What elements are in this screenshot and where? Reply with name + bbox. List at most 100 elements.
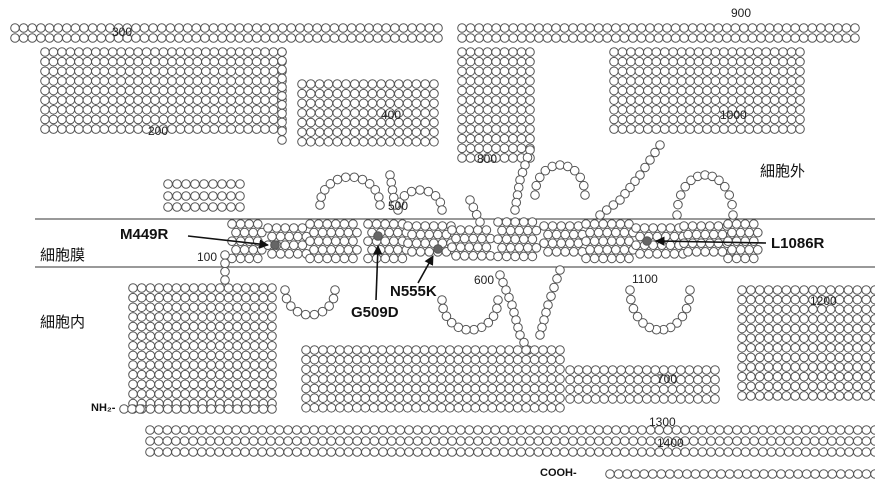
residue	[269, 86, 278, 95]
residue	[244, 24, 253, 33]
residue	[511, 235, 520, 244]
residue	[207, 332, 216, 341]
residue	[509, 57, 518, 66]
residue	[224, 284, 233, 293]
residue	[635, 115, 644, 124]
residue	[642, 375, 651, 384]
residue	[509, 134, 518, 143]
residue	[344, 426, 353, 435]
residue	[75, 67, 84, 76]
residue	[483, 125, 492, 134]
residue	[738, 392, 747, 401]
residue	[627, 105, 636, 114]
residue	[163, 351, 172, 360]
residue	[836, 448, 845, 457]
residue	[844, 305, 853, 314]
residue	[430, 80, 439, 89]
residue	[190, 370, 199, 379]
residue	[172, 332, 181, 341]
residue	[506, 226, 515, 235]
residue	[714, 222, 723, 231]
residue	[627, 86, 636, 95]
residue	[539, 355, 548, 364]
residue	[448, 437, 457, 446]
residue	[728, 48, 737, 57]
residue	[218, 96, 227, 105]
residue	[720, 77, 729, 86]
residue	[202, 67, 211, 76]
residue	[466, 34, 475, 43]
residue	[524, 244, 533, 253]
residue	[603, 24, 612, 33]
residue	[261, 24, 270, 33]
residue	[738, 315, 747, 324]
residue	[233, 303, 242, 312]
residue	[163, 370, 172, 379]
residue	[717, 470, 726, 479]
residue	[386, 89, 395, 98]
residue	[737, 77, 746, 86]
residue	[302, 394, 311, 403]
residue	[703, 67, 712, 76]
residue	[796, 96, 805, 105]
residue	[261, 57, 270, 66]
residue	[677, 86, 686, 95]
residue	[458, 154, 467, 163]
residue	[819, 426, 828, 435]
residue	[586, 448, 595, 457]
residue	[250, 293, 259, 302]
residue	[586, 426, 595, 435]
residue	[168, 57, 177, 66]
residue	[551, 426, 560, 435]
residue	[796, 115, 805, 124]
residue	[791, 24, 800, 33]
residue	[58, 48, 67, 57]
residue	[331, 286, 340, 295]
residue	[496, 394, 505, 403]
residue	[54, 34, 63, 43]
residue	[595, 426, 604, 435]
residue	[714, 239, 723, 248]
residue	[757, 24, 766, 33]
residue	[773, 372, 782, 381]
residue	[535, 34, 544, 43]
residue	[129, 380, 138, 389]
residue	[603, 34, 612, 43]
residue	[235, 96, 244, 105]
residue	[176, 48, 185, 57]
residue	[276, 250, 285, 259]
residue	[539, 394, 548, 403]
residue	[91, 96, 100, 105]
residue	[483, 24, 492, 33]
residue	[596, 211, 605, 220]
residue	[137, 284, 146, 293]
residue	[28, 24, 37, 33]
residue	[642, 395, 651, 404]
residue	[361, 365, 370, 374]
residue	[97, 24, 106, 33]
residue	[764, 353, 773, 362]
residue	[228, 220, 237, 229]
residue	[421, 239, 430, 248]
residue	[45, 34, 54, 43]
residue	[662, 232, 671, 241]
residue	[767, 426, 776, 435]
residue	[425, 34, 434, 43]
residue	[242, 303, 251, 312]
residue	[386, 355, 395, 364]
residue	[526, 105, 535, 114]
residue	[747, 315, 756, 324]
residue	[319, 403, 328, 412]
arrow-n555k	[418, 256, 433, 283]
residue	[218, 67, 227, 76]
residue	[757, 34, 766, 43]
residue	[413, 448, 422, 457]
residue	[686, 115, 695, 124]
residue	[566, 239, 575, 248]
residue	[155, 284, 164, 293]
residue	[172, 341, 181, 350]
residue	[369, 394, 378, 403]
residue	[71, 24, 80, 33]
residue	[518, 24, 527, 33]
residue	[835, 363, 844, 372]
